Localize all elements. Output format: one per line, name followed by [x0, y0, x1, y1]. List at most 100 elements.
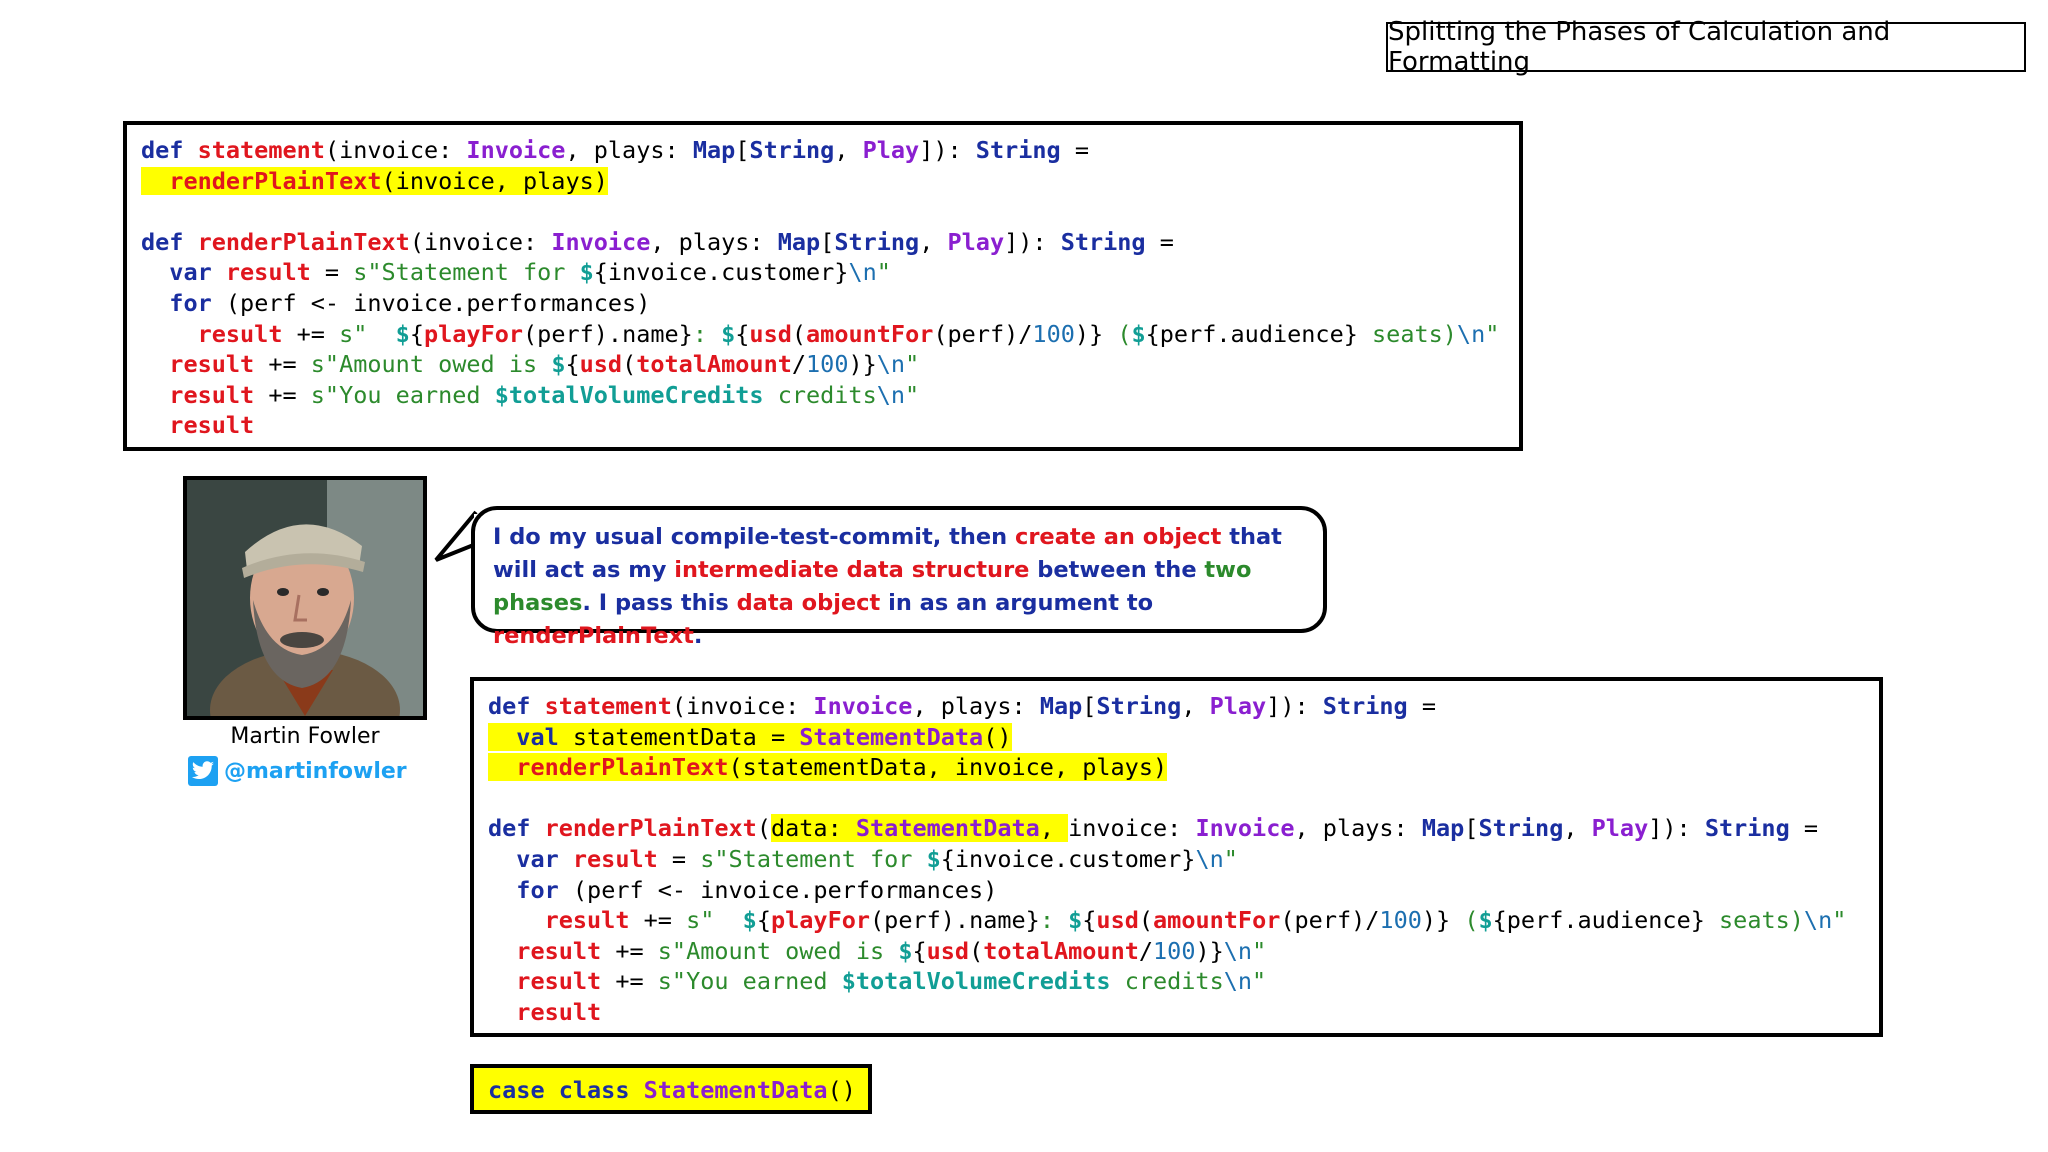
code-token: def [141, 136, 198, 164]
code-token: " [1485, 319, 1500, 348]
code-line: result += s"You earned $totalVolumeCredi… [141, 380, 1505, 411]
code-token: \n [1223, 936, 1253, 965]
code-token: 100 [806, 350, 849, 379]
code-token: Invoice [813, 692, 913, 720]
code-token: result [197, 319, 283, 348]
code-token: [ [1464, 814, 1479, 843]
code-token: ( [622, 350, 637, 379]
code-token: , plays: [912, 692, 1040, 720]
code-token [488, 906, 545, 934]
code-token: += [601, 967, 658, 996]
code-token: usd [579, 350, 623, 379]
code-token: String [1060, 227, 1146, 256]
code-token: / [791, 350, 807, 379]
speech-segment: renderPlainText [493, 623, 694, 649]
code-line: result [141, 410, 1505, 441]
code-token: renderPlainText [544, 814, 757, 843]
code-token: ( [969, 936, 984, 965]
code-token: s"Statement for [700, 844, 927, 873]
speech-segment: I do my usual compile-test-commit, then [493, 524, 1015, 550]
code-token: ( [1464, 906, 1479, 935]
code-token: Map [777, 227, 821, 256]
code-token: $ [898, 936, 913, 965]
code-token: = [1145, 227, 1174, 256]
code-token: playFor [423, 319, 524, 348]
code-line: case class StatementData() [488, 1075, 856, 1106]
code-token: statementData = [572, 722, 800, 751]
code-token [488, 998, 516, 1026]
code-token: Map [1421, 814, 1465, 843]
code-token: def [488, 692, 545, 720]
code-line: def renderPlainText(data: StatementData,… [488, 813, 1865, 844]
code-line [488, 783, 1865, 814]
code-token: ]): [1648, 814, 1705, 843]
code-token: $ [1068, 906, 1083, 935]
code-token: $ [1131, 319, 1146, 348]
code-token: += [254, 350, 311, 379]
code-token: amountFor [806, 319, 934, 348]
code-token: invoice: [1068, 814, 1196, 843]
speech-segment: that will act as my [493, 524, 1282, 583]
code-token: result [572, 844, 658, 873]
code-token: {perf.audience} [1492, 906, 1705, 935]
code-token [488, 722, 517, 751]
code-token: usd [749, 319, 792, 348]
code-token: = [1789, 814, 1819, 843]
code-token: " [905, 380, 920, 409]
code-line: for (perf <- invoice.performances) [488, 875, 1865, 906]
code-line: def statement(invoice: Invoice, plays: M… [488, 691, 1865, 722]
speech-segment: two phases [493, 557, 1252, 616]
code-token: renderPlainText [197, 227, 410, 256]
code-token: { [756, 906, 771, 935]
code-token: () [827, 1076, 856, 1104]
speech-segment: between the [1029, 557, 1205, 583]
code-token: += [629, 906, 687, 935]
code-token: )} [1421, 906, 1465, 935]
code-token: String [834, 227, 920, 256]
code-line: result += s"Amount owed is ${usd(totalAm… [141, 349, 1505, 380]
author-handle: @martinfowler [224, 758, 407, 784]
code-token: Play [947, 227, 1005, 256]
code-token: String [749, 136, 835, 164]
code-token: \n [1195, 844, 1224, 873]
code-token: {invoice.customer} [593, 258, 849, 287]
code-token: += [282, 319, 340, 348]
code-line: var result = s"Statement for ${invoice.c… [488, 844, 1865, 875]
code-token: s" [686, 906, 743, 935]
code-token: )} [1074, 319, 1118, 348]
author-name: Martin Fowler [230, 724, 380, 749]
code-token: result [169, 380, 255, 409]
code-token: (invoice, plays) [381, 166, 608, 195]
code-token: ( [1138, 906, 1154, 935]
slide-title: Splitting the Phases of Calculation and … [1386, 17, 2026, 77]
code-block-after: def statement(invoice: Invoice, plays: M… [470, 677, 1883, 1037]
code-token: \n [1456, 319, 1486, 348]
code-token: credits [763, 380, 877, 409]
code-token: val [516, 722, 573, 751]
code-token: $ [721, 319, 736, 348]
code-token: totalAmount [636, 350, 792, 379]
code-line: for (perf <- invoice.performances) [141, 288, 1505, 319]
code-token [141, 258, 169, 286]
code-token: result [516, 936, 602, 965]
code-token: )} [1195, 936, 1224, 965]
author-handle-link[interactable]: @martinfowler [188, 755, 407, 787]
speech-segment: intermediate data structure [674, 557, 1030, 583]
code-line: result += s" ${playFor(perf).name}: ${us… [488, 905, 1865, 936]
code-token: , [1563, 814, 1592, 843]
code-token: $ [579, 258, 594, 287]
code-block-before: def statement(invoice: Invoice, plays: M… [123, 121, 1523, 451]
code-token: " [876, 258, 891, 287]
code-token: seats) [1357, 319, 1457, 348]
code-line [141, 196, 1505, 227]
code-token: [ [735, 136, 750, 164]
code-token: playFor [770, 906, 871, 935]
code-token: amountFor [1153, 906, 1281, 935]
code-token [141, 411, 169, 439]
code-token: result [225, 258, 311, 287]
code-token: result [544, 906, 630, 935]
code-token: String [975, 136, 1061, 164]
code-token: () [983, 722, 1012, 751]
code-token: Map [692, 136, 736, 164]
code-token [488, 937, 516, 965]
